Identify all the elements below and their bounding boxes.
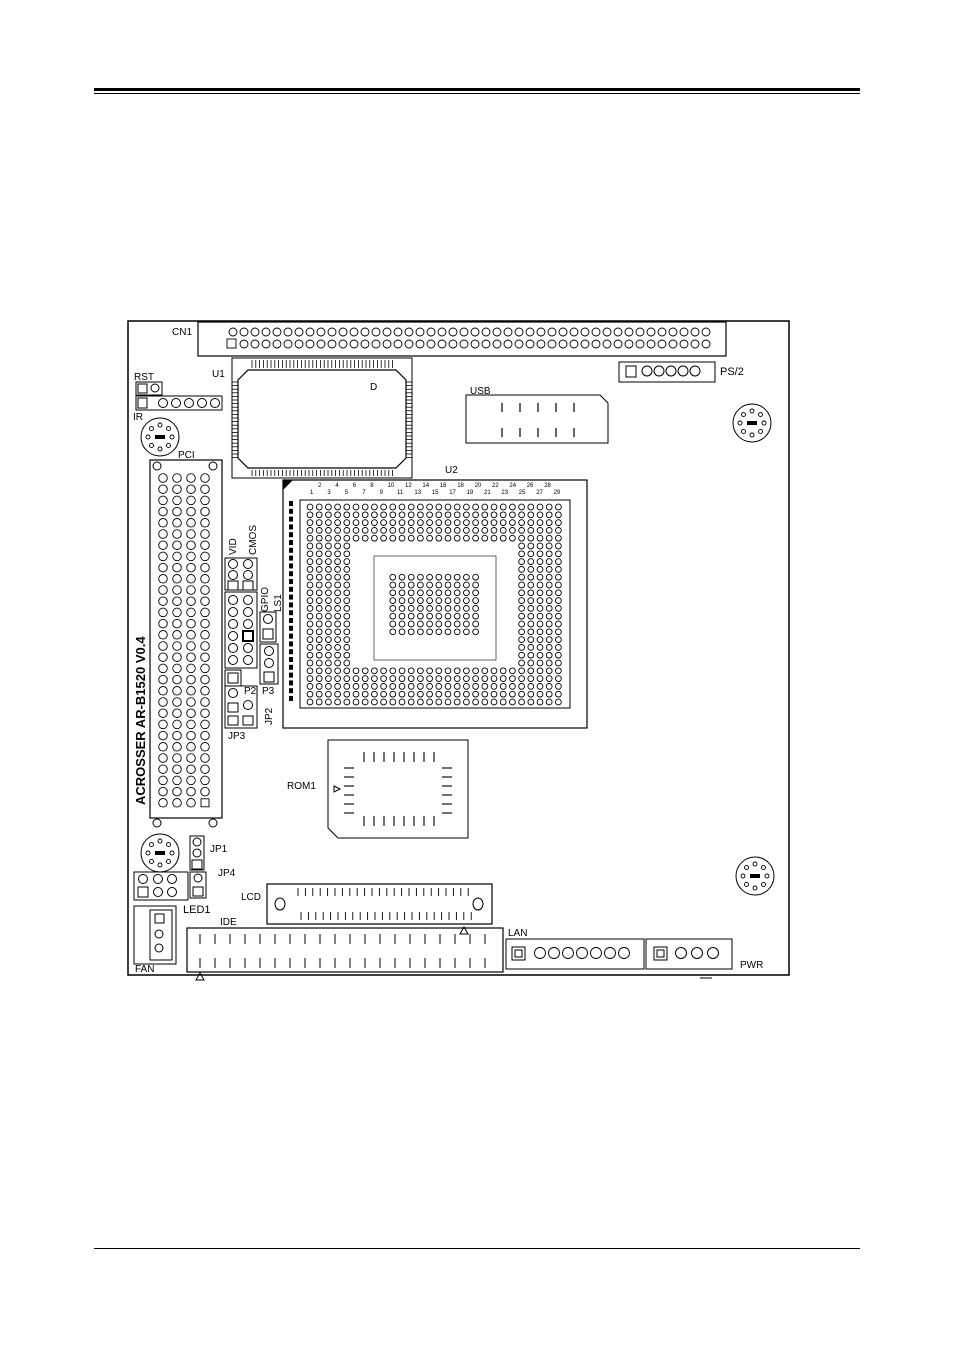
svg-text:18: 18 — [457, 483, 464, 489]
mounting-hole-top-right — [732, 403, 772, 443]
svg-text:22: 22 — [492, 483, 499, 489]
led1-header — [133, 871, 189, 901]
ide-label: IDE — [220, 917, 237, 928]
ir-header — [135, 395, 223, 411]
svg-text:9: 9 — [380, 490, 384, 496]
svg-text:8: 8 — [370, 483, 374, 489]
jp3-label: JP3 — [228, 731, 246, 742]
jp4-label: JP4 — [218, 868, 236, 879]
ir-label: IR — [133, 412, 143, 423]
svg-text:17: 17 — [449, 490, 456, 496]
p2-header — [224, 669, 242, 687]
u1-label: U1 — [212, 369, 225, 380]
header-rule-thin — [94, 93, 860, 94]
pci-connector — [149, 459, 223, 828]
p3-label: P3 — [262, 686, 275, 697]
svg-text:6: 6 — [353, 483, 357, 489]
vid-cmos-headers — [224, 557, 258, 591]
rst-header — [135, 381, 163, 396]
svg-text:10: 10 — [388, 483, 395, 489]
ide-connector — [186, 927, 504, 981]
cn1-label: CN1 — [172, 327, 192, 338]
lan-label: LAN — [508, 928, 527, 939]
board-name-label: ACROSSER AR-B1520 V0.4 — [133, 636, 148, 805]
rom1-chip — [327, 739, 469, 839]
jp1-header — [189, 835, 205, 871]
usb-label: USB — [470, 386, 491, 397]
svg-text:24: 24 — [509, 483, 516, 489]
svg-text:19: 19 — [467, 490, 474, 496]
svg-text:3: 3 — [327, 490, 331, 496]
mounting-hole-bottom-left — [140, 833, 180, 873]
u1-chip: D — [231, 357, 413, 479]
lcd-label: LCD — [241, 892, 261, 903]
ps2-connector — [618, 361, 716, 383]
cmos-label: CMOS — [248, 525, 259, 555]
svg-text:D: D — [370, 382, 377, 393]
svg-text:25: 25 — [519, 490, 526, 496]
cn1-connector — [197, 321, 727, 357]
ps2-label: PS/2 — [720, 366, 744, 378]
svg-text:5: 5 — [345, 490, 349, 496]
pci-label: PCI — [178, 450, 195, 461]
fan-connector — [133, 905, 177, 965]
ls1-header — [259, 611, 277, 643]
svg-text:16: 16 — [440, 483, 447, 489]
svg-text:12: 12 — [405, 483, 412, 489]
fan-label: FAN — [135, 964, 154, 975]
usb-connector — [465, 394, 609, 444]
u2-label: U2 — [445, 465, 458, 476]
header-rule — [94, 88, 860, 91]
mounting-hole-bottom-right — [735, 856, 775, 896]
svg-text:20: 20 — [475, 483, 482, 489]
svg-text:21: 21 — [484, 490, 491, 496]
gpio-header — [224, 591, 258, 669]
jp2-label: JP2 — [264, 707, 275, 725]
pwr-connector — [645, 938, 733, 979]
svg-text:1: 1 — [310, 490, 314, 496]
svg-text:15: 15 — [432, 490, 439, 496]
svg-text:27: 27 — [536, 490, 543, 496]
jp2-header — [224, 685, 258, 729]
svg-text:7: 7 — [362, 490, 366, 496]
p3-header — [259, 643, 279, 685]
svg-text:23: 23 — [501, 490, 508, 496]
jp1-label: JP1 — [210, 844, 228, 855]
svg-text:4: 4 — [335, 483, 339, 489]
footer-rule — [94, 1248, 860, 1249]
svg-text:28: 28 — [544, 483, 551, 489]
svg-text:13: 13 — [414, 490, 421, 496]
board-outline — [127, 320, 790, 976]
rst-label: RST — [134, 372, 154, 383]
svg-text:14: 14 — [422, 483, 429, 489]
p2-label: P2 — [244, 686, 257, 697]
led1-label: LED1 — [183, 904, 211, 916]
svg-text:26: 26 — [527, 483, 534, 489]
lan-connector — [505, 938, 645, 970]
rom1-label: ROM1 — [287, 781, 316, 792]
ls1-label: LS1 — [273, 594, 284, 612]
mounting-hole-top-left — [140, 417, 180, 457]
gpio-label: GPIO — [260, 587, 271, 612]
svg-text:2: 2 — [318, 483, 322, 489]
vid-label: VID — [228, 538, 239, 555]
pwr-label: PWR — [740, 960, 763, 971]
jp4-header — [189, 871, 207, 899]
lcd-connector — [266, 883, 493, 935]
svg-text:11: 11 — [397, 490, 404, 496]
svg-text:29: 29 — [554, 490, 561, 496]
